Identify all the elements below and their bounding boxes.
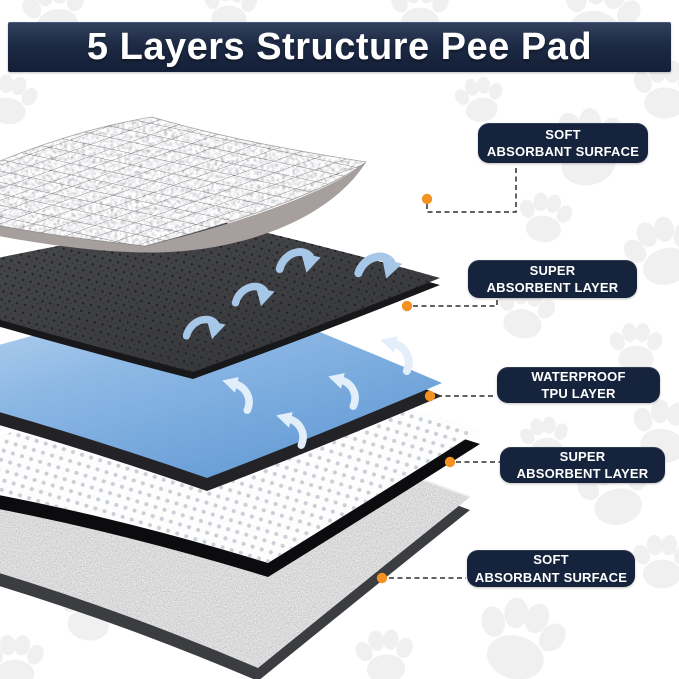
connector-2 (413, 298, 498, 307)
callout-line: ABSORBENT LAYER (516, 466, 649, 481)
layer-soft-top (0, 116, 367, 253)
title-banner: 5 Layers Structure Pee Pad (8, 22, 671, 72)
callout-connectors (389, 165, 517, 579)
callout-super-absorbent-layer-upper: SUPER ABSORBENT LAYER (468, 260, 637, 298)
callout-line: TPU LAYER (541, 386, 616, 401)
callout-line: SUPER (559, 448, 606, 464)
callout-line: ABSORBENT LAYER (486, 280, 619, 295)
callout-line: ABSORBANT SURFACE (486, 144, 640, 159)
connector-1 (426, 165, 517, 213)
callout-waterproof-tpu-layer: WATERPROOF TPU LAYER (497, 367, 660, 403)
page-title: 5 Layers Structure Pee Pad (86, 25, 593, 68)
callout-line: SUPER (529, 262, 576, 278)
callout-soft-absorbant-surface-bottom: SOFT ABSORBANT SURFACE (467, 550, 635, 587)
callout-line: SOFT (533, 552, 569, 568)
layer-super-absorbent-upper (0, 220, 440, 379)
callout-soft-absorbant-surface-top: SOFT ABSORBANT SURFACE (478, 123, 648, 163)
callout-line: WATERPROOF (531, 368, 626, 384)
callout-anchor-dots (376, 193, 456, 584)
callout-super-absorbent-layer-lower: SUPER ABSORBENT LAYER (500, 447, 665, 483)
callout-line: ABSORBANT SURFACE (474, 569, 628, 585)
callout-line: SOFT (545, 126, 581, 142)
